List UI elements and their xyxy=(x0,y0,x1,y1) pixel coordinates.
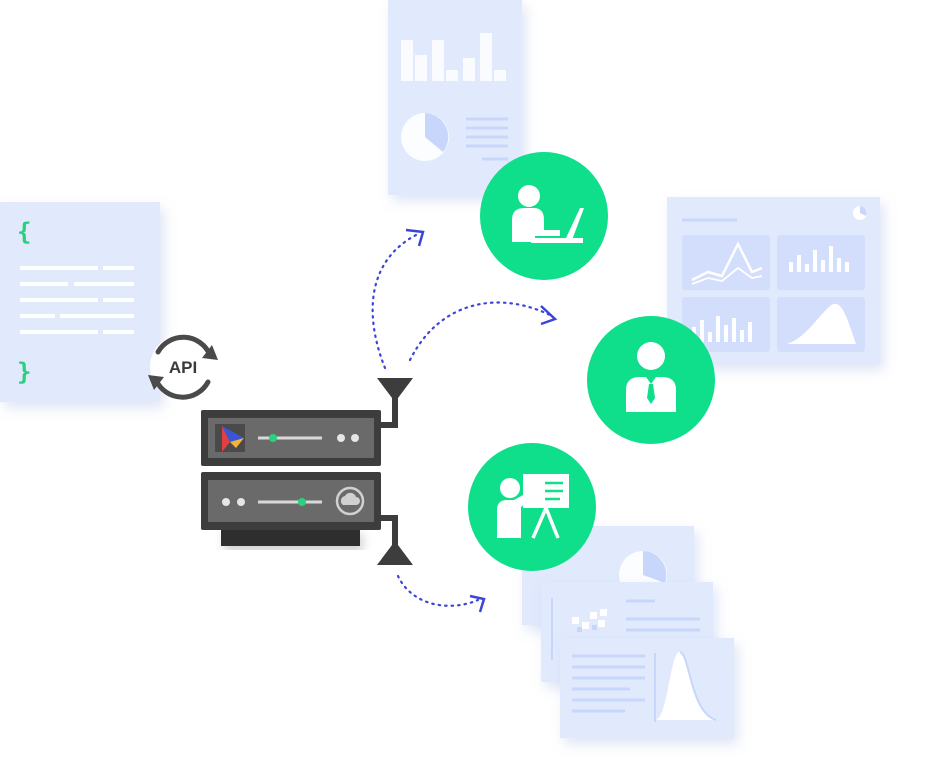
dashboard-panel-icon xyxy=(667,197,880,364)
report-document-icon xyxy=(388,0,522,195)
user-laptop-icon xyxy=(480,152,608,280)
open-brace: { xyxy=(17,218,31,246)
output-funnel-top-icon xyxy=(377,378,413,428)
chevron-right-icon xyxy=(469,594,486,613)
api-label: API xyxy=(169,358,197,377)
chevron-right-icon xyxy=(540,305,558,326)
arrow-to-analyst xyxy=(371,232,420,370)
business-user-icon xyxy=(587,316,715,444)
output-funnel-bottom-icon xyxy=(377,515,413,565)
chevron-right-icon xyxy=(405,228,425,247)
arrow-to-business xyxy=(408,301,554,362)
app-logo-icon xyxy=(222,426,244,452)
presenter-board-icon xyxy=(468,443,596,571)
cloud-sync-icon xyxy=(335,486,365,516)
arrow-to-presenter xyxy=(396,574,480,607)
code-document-icon: { } xyxy=(0,202,160,402)
flow-arrows xyxy=(371,232,554,607)
arrow-heads xyxy=(405,228,558,613)
report-stack-icon xyxy=(522,526,734,738)
api-sync-icon: API xyxy=(148,334,218,400)
server-rack-icon xyxy=(201,378,413,565)
close-brace: } xyxy=(17,358,31,386)
